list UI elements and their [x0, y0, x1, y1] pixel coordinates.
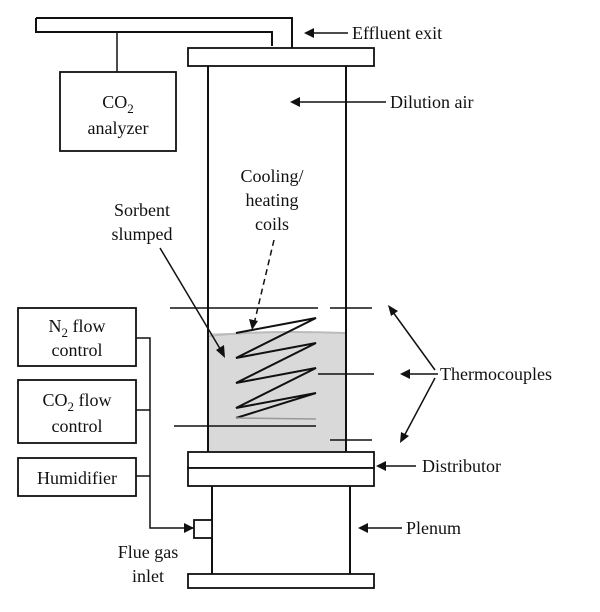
bottom-cap [187, 573, 375, 589]
flue-gas-inlet-port [193, 519, 213, 539]
distributor-label: Distributor [422, 456, 501, 476]
cooling-coils [235, 317, 317, 419]
co2-analyzer-label-2: analyzer [88, 118, 149, 138]
flue-gas-label-1: Flue gas [118, 542, 179, 562]
plenum-label: Plenum [406, 518, 461, 538]
humidifier-label: Humidifier [37, 468, 117, 488]
coil-bottom [235, 417, 317, 420]
tc-arrowhead-1 [388, 305, 398, 316]
effluent-exit-label: Effluent exit [352, 23, 442, 43]
sorbent-arrowhead [216, 345, 225, 358]
tc-arrow-3 [401, 377, 436, 441]
cooling-arrowhead [249, 319, 258, 330]
distributor-plate-top [187, 451, 375, 469]
sorbent-pointer [159, 247, 223, 353]
tc-arrowhead-3 [400, 432, 409, 443]
flue-gas-label-2: inlet [132, 566, 164, 586]
distributor-arrowhead [376, 461, 386, 471]
plenum-arrowhead [358, 523, 368, 533]
tc-arrowhead-2 [400, 369, 410, 379]
dilution-air-arrowhead [290, 97, 300, 107]
sorbent-bed [209, 333, 345, 452]
inlet-arrowhead [184, 523, 194, 533]
sorbent-label-2: slumped [112, 224, 173, 244]
co2-flow-label-2: control [52, 416, 103, 436]
n2-flow-label-1: N2 flow [49, 316, 106, 340]
co2-analyzer-box [59, 71, 177, 152]
co2-analyzer-label: CO2 [102, 92, 134, 116]
sorbent-top-surface [208, 331, 346, 337]
sorbent-label-1: Sorbent [114, 200, 170, 220]
distributor-plate-bottom [187, 467, 375, 487]
n2-flow-label-2: control [52, 340, 103, 360]
cooling-label-2: heating [246, 190, 299, 210]
cooling-label-1: Cooling/ [240, 166, 303, 186]
cooling-dashed-pointer [253, 239, 275, 325]
co2-flow-control-box [17, 379, 137, 444]
effluent-pipe [35, 17, 293, 48]
control-piping [136, 337, 194, 529]
co2-flow-label-1: CO2 flow [42, 390, 111, 414]
thermocouples-label: Thermocouples [440, 364, 552, 384]
tc-arrow-1 [389, 307, 436, 371]
humidifier-box [17, 457, 137, 497]
top-cap [187, 47, 375, 67]
dilution-air-label: Dilution air [390, 92, 474, 112]
cooling-label-3: coils [255, 214, 289, 234]
n2-flow-control-box [17, 307, 137, 367]
effluent-exit-arrowhead [304, 28, 314, 38]
